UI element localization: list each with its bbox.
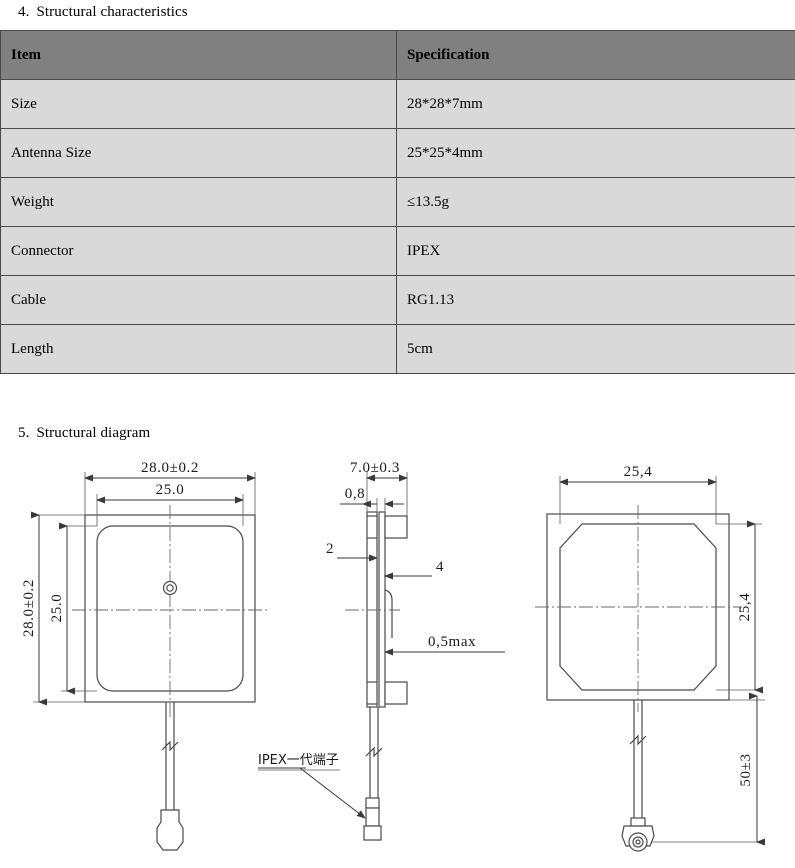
ipex-connector-label: IPEX一代端子 (258, 753, 339, 768)
ipex-connector-annotation: IPEX一代端子 (258, 753, 366, 819)
cell-spec: 28*28*7mm (396, 79, 795, 129)
cell-spec: 25*25*4mm (396, 128, 795, 178)
structural-characteristics-table: Item Specification Size 28*28*7mm Antenn… (0, 30, 795, 374)
structural-diagram: 28.0±0.2 25.0 28.0±0.2 25.0 (0, 450, 795, 868)
table-row: Length 5cm (0, 324, 795, 374)
column-header-item: Item (0, 30, 397, 80)
table-row: Connector IPEX (0, 226, 795, 276)
section-number: 5. (18, 425, 30, 441)
cell-item: Weight (0, 177, 397, 227)
section-heading-structural-characteristics: 4. Structural characteristics (18, 4, 188, 21)
front-view: 28.0±0.2 25.0 28.0±0.2 25.0 (21, 460, 268, 851)
front-dim-height-outer: 28.0±0.2 (21, 579, 37, 637)
table-row: Antenna Size 25*25*4mm (0, 128, 795, 178)
side-dim-total-thickness: 7.0±0.3 (350, 460, 400, 476)
cell-item: Cable (0, 275, 397, 325)
table-row: Cable RG1.13 (0, 275, 795, 325)
table-header-row: Item Specification (0, 30, 795, 80)
rear-view: 25,4 25,4 50±3 (535, 464, 765, 852)
front-dim-width-inner: 25.0 (156, 482, 185, 498)
cell-item: Connector (0, 226, 397, 276)
cell-item: Antenna Size (0, 128, 397, 178)
front-view-cable (156, 702, 184, 851)
table-row: Weight ≤13.5g (0, 177, 795, 227)
cell-spec: 5cm (396, 324, 795, 374)
side-dim-right-offset: 4 (436, 559, 444, 575)
front-dim-width-outer: 28.0±0.2 (141, 460, 199, 476)
side-view-cable (363, 707, 383, 841)
side-dim-max-protrusion: 0,5max (428, 634, 476, 650)
section-title: Structural diagram (36, 425, 151, 441)
rear-dim-height: 25,4 (737, 593, 753, 622)
rear-view-cable (621, 700, 655, 852)
column-header-specification: Specification (396, 30, 795, 80)
section-title: Structural characteristics (36, 4, 188, 20)
table-row: Size 28*28*7mm (0, 79, 795, 129)
cell-spec: IPEX (396, 226, 795, 276)
cell-spec: ≤13.5g (396, 177, 795, 227)
front-dim-height-inner: 25.0 (49, 594, 65, 623)
cell-item: Size (0, 79, 397, 129)
side-dim-left-offset: 2 (326, 541, 334, 557)
cell-spec: RG1.13 (396, 275, 795, 325)
section-number: 4. (18, 4, 30, 20)
section-heading-structural-diagram: 5. Structural diagram (18, 425, 150, 442)
side-dim-substrate: 0,8 (345, 486, 366, 502)
feed-point-icon (162, 580, 178, 596)
rear-dim-width: 25,4 (624, 464, 653, 480)
cell-item: Length (0, 324, 397, 374)
side-view: 7.0±0.3 0,8 2 4 0,5max (258, 460, 505, 841)
cable-dim-length: 50±3 (738, 753, 754, 786)
